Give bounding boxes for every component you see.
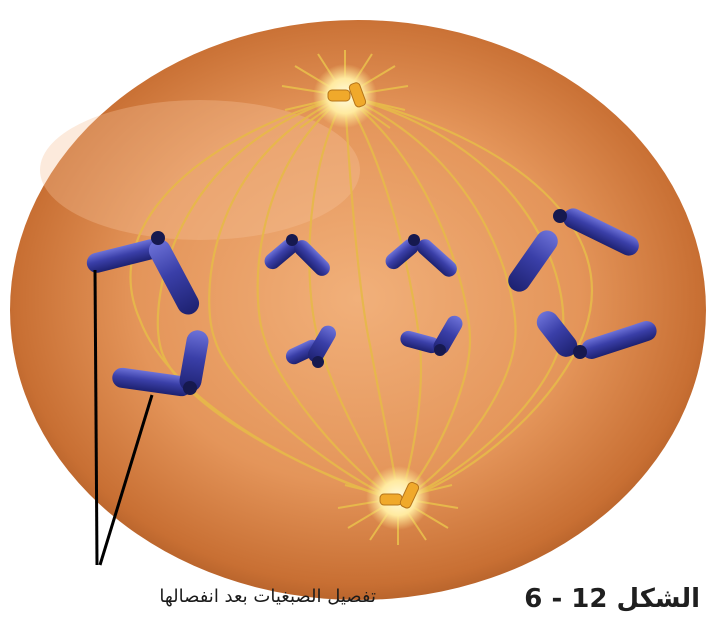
- figure-label: الشكل 12 - 6: [520, 582, 700, 616]
- annotation-text: تفصيل الصبغيات بعد انفصالها: [6, 582, 376, 612]
